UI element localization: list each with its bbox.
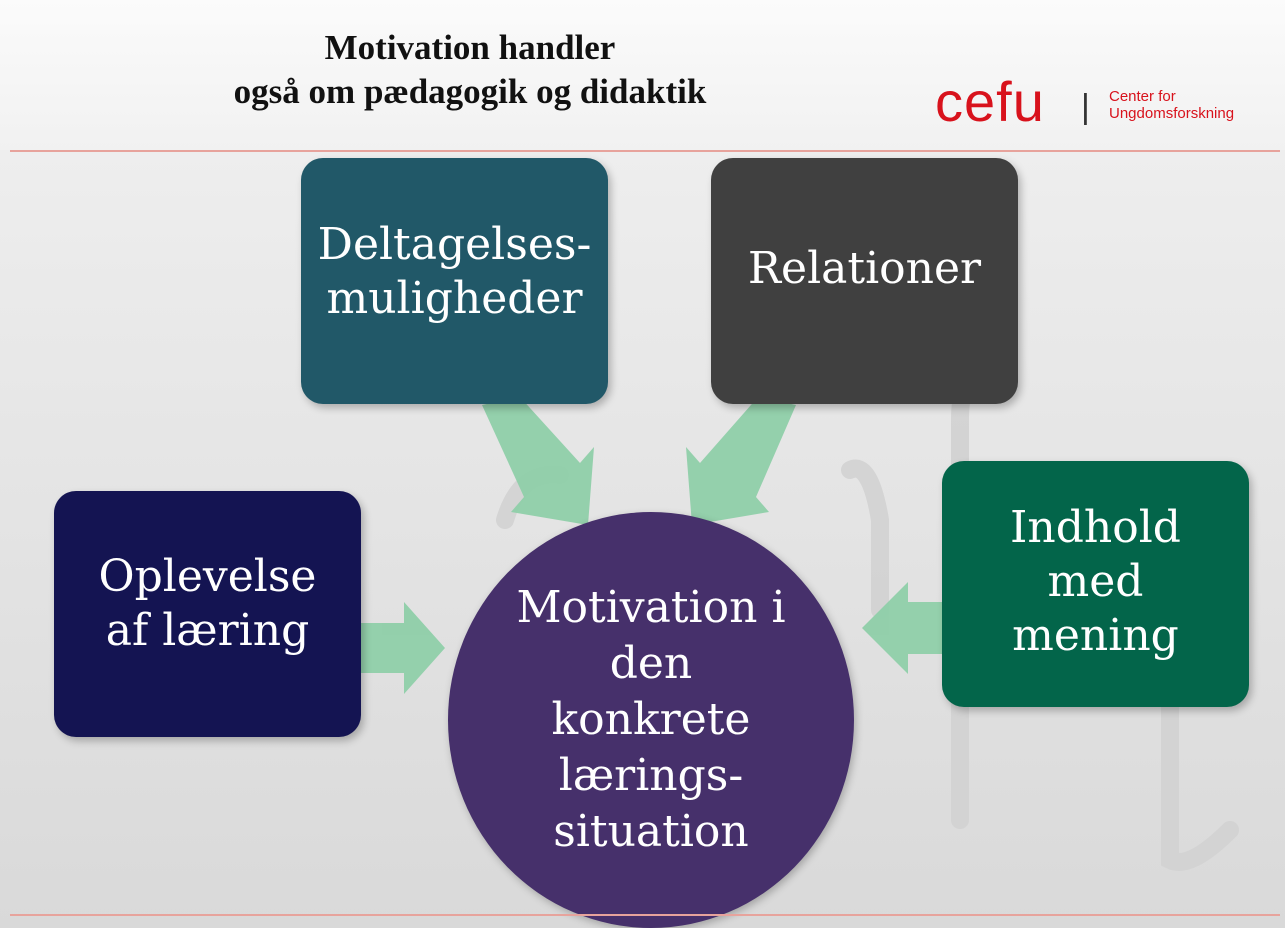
node-indhold-med-mening: Indhold med mening bbox=[942, 461, 1249, 707]
node-indhold-med-mening-line-3: mening bbox=[1012, 610, 1179, 661]
node-indhold-med-mening-line-2: med bbox=[1047, 556, 1144, 607]
center-node-line-4: lærings- bbox=[558, 750, 744, 801]
header bbox=[0, 0, 1285, 150]
node-oplevelse-af-laering: Oplevelse af læring bbox=[54, 491, 361, 737]
logo-wordmark: cefu bbox=[935, 70, 1045, 133]
node-indhold-med-mening-label: Indhold med mening bbox=[1010, 501, 1181, 667]
center-node-line-5: situation bbox=[553, 806, 749, 857]
node-deltagelsesmuligheder-line-1: Deltagelses- bbox=[317, 219, 592, 270]
header-divider bbox=[10, 150, 1280, 152]
node-oplevelse-af-laering-line-1: Oplevelse bbox=[98, 551, 317, 602]
node-indhold-med-mening-line-1: Indhold bbox=[1010, 502, 1181, 553]
arrow-relationer bbox=[686, 397, 796, 525]
center-node-label: Motivation i den konkrete lærings- situa… bbox=[516, 580, 785, 860]
center-node-line-3: konkrete bbox=[551, 694, 751, 745]
node-relationer: Relationer bbox=[711, 158, 1018, 404]
node-oplevelse-af-laering-label: Oplevelse af læring bbox=[99, 550, 317, 678]
arrow-oplevelse bbox=[361, 602, 445, 694]
logo-subtitle-line-2: Ungdomsforskning bbox=[1109, 105, 1235, 122]
slide-title-line-1: Motivation handler bbox=[324, 28, 616, 67]
arrow-deltagelse bbox=[482, 397, 594, 525]
arrow-indhold bbox=[862, 582, 942, 674]
node-oplevelse-af-laering-line-2: af læring bbox=[105, 605, 310, 656]
node-deltagelsesmuligheder: Deltagelses- muligheder bbox=[301, 158, 608, 404]
center-node-motivation: Motivation i den konkrete lærings- situa… bbox=[448, 512, 854, 928]
node-relationer-label: Relationer bbox=[748, 242, 981, 320]
center-node-line-1: Motivation i bbox=[516, 582, 786, 633]
logo-separator: | bbox=[1081, 88, 1090, 126]
center-node-line-2: den bbox=[609, 638, 693, 689]
node-relationer-line-1: Relationer bbox=[747, 243, 982, 294]
node-deltagelsesmuligheder-line-2: muligheder bbox=[326, 273, 583, 324]
footer-divider bbox=[10, 914, 1280, 916]
slide-title: Motivation handler også om pædagogik og … bbox=[150, 26, 790, 114]
slide-title-line-2: også om pædagogik og didaktik bbox=[233, 72, 707, 111]
logo-subtitle-line-1: Center for bbox=[1109, 88, 1176, 105]
logo-subtitle: Center for Ungdomsforskning bbox=[1109, 88, 1249, 122]
node-deltagelsesmuligheder-label: Deltagelses- muligheder bbox=[318, 218, 592, 344]
